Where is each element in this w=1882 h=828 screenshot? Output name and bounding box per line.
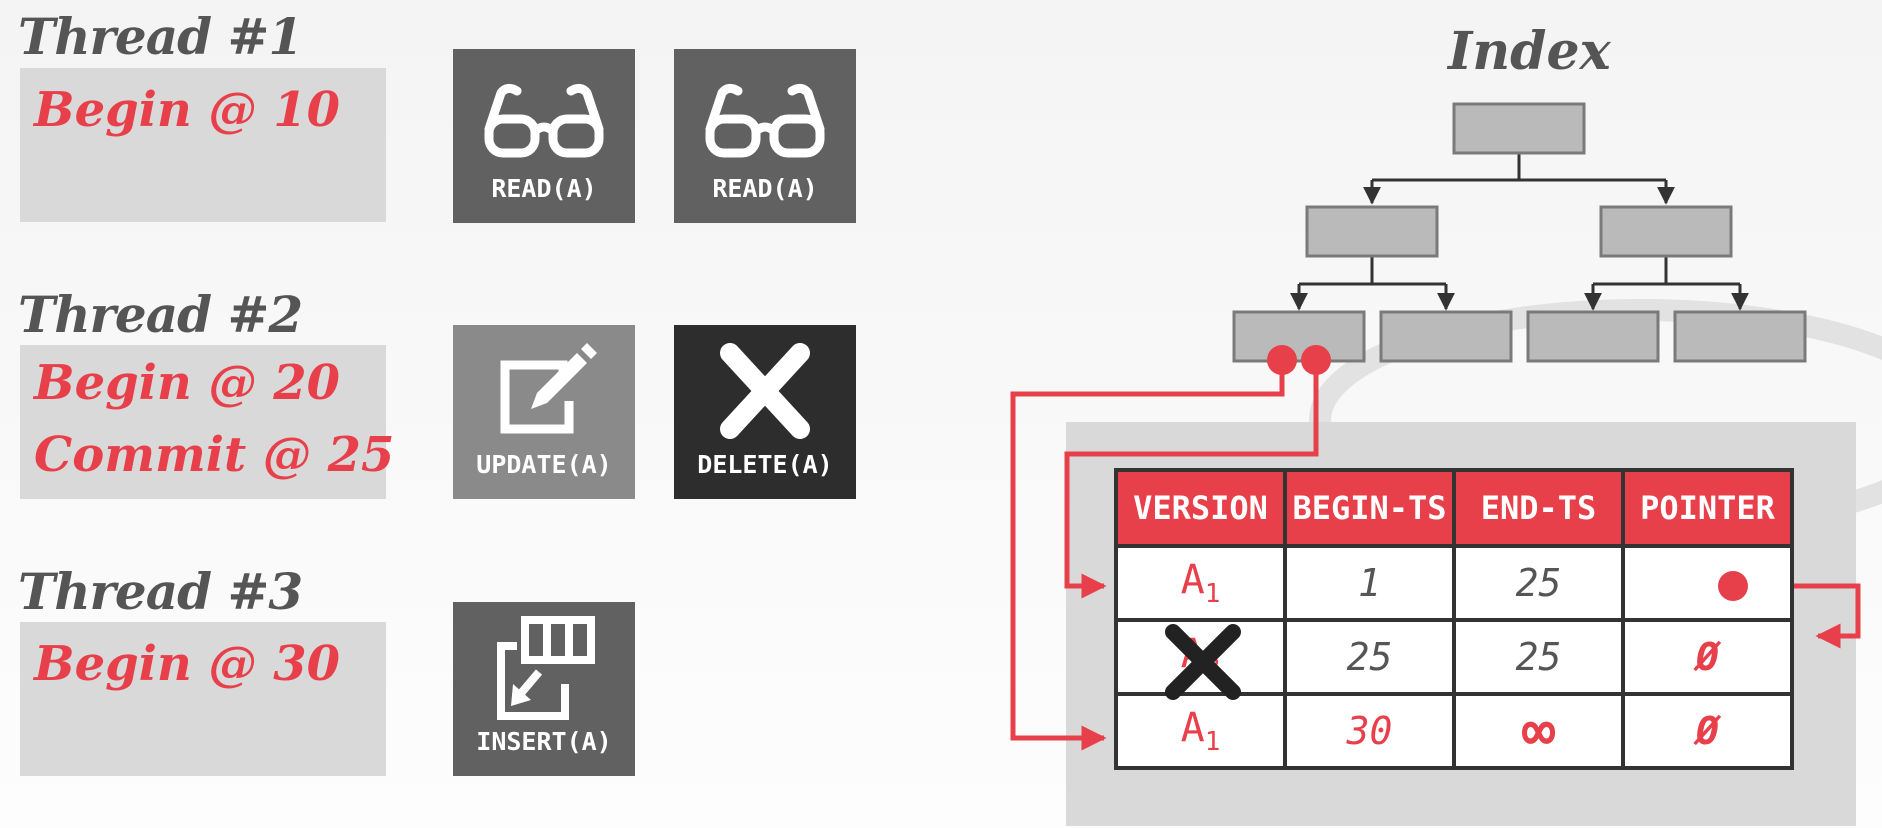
index-inner-node-left: [1305, 205, 1439, 258]
version-cell: A1: [1114, 544, 1287, 622]
thread-3-title: Thread #3: [18, 562, 303, 621]
header-begin-ts: BEGIN-TS: [1283, 468, 1456, 548]
pointer-cell: Ø: [1621, 692, 1794, 770]
end-ts-cell: 25: [1452, 544, 1625, 622]
thread-1-title: Thread #1: [18, 7, 303, 66]
thread-1-box: Begin @ 10: [20, 68, 386, 222]
insert-icon: [497, 616, 595, 720]
thread-2-begin: Begin @ 20: [34, 355, 341, 411]
thread-2-title: Thread #2: [18, 285, 303, 344]
table-row: A2 25 25 Ø: [1114, 618, 1794, 700]
begin-ts-cell: 25: [1283, 618, 1456, 696]
thread-3-begin: Begin @ 30: [34, 636, 341, 692]
glasses-icon: [484, 83, 604, 158]
version-cell-deleted: A2: [1114, 618, 1287, 700]
index-leaf-node-2: [1379, 310, 1513, 363]
begin-ts-cell: 30: [1283, 692, 1456, 770]
end-ts-cell: ∞: [1452, 692, 1625, 770]
index-leaf-node-3: [1526, 310, 1660, 363]
header-version: VERSION: [1114, 468, 1287, 548]
thread-2-box: Begin @ 20 Commit @ 25: [20, 345, 394, 499]
begin-ts-cell: 1: [1283, 544, 1456, 622]
thread-1-begin: Begin @ 10: [34, 82, 341, 138]
table-row: A1 1 25: [1114, 544, 1794, 622]
index-pointer-to-row-1: [1064, 360, 1319, 599]
update-a-label: UPDATE(A): [476, 450, 612, 479]
read-a-label-1: READ(A): [491, 174, 597, 203]
read-a-op-1: READ(A): [453, 49, 635, 223]
pointer-cell: [1621, 544, 1794, 622]
table-row: A1 30 ∞ Ø: [1114, 692, 1794, 770]
version-table: VERSION BEGIN-TS END-TS POINTER A1 1 25 …: [1114, 468, 1794, 770]
glasses-icon: [705, 83, 825, 158]
index-leaf-node-4: [1673, 310, 1807, 363]
edit-icon: [500, 343, 597, 434]
delete-a-label: DELETE(A): [697, 450, 833, 479]
read-a-label-2: READ(A): [712, 174, 818, 203]
update-a-op: UPDATE(A): [453, 325, 635, 499]
index-leaf-node-1: [1232, 310, 1366, 363]
version-cell: A1: [1114, 692, 1287, 770]
table-header-row: VERSION BEGIN-TS END-TS POINTER: [1114, 468, 1794, 548]
index-title: Index: [1448, 21, 1611, 82]
pointer-dot-icon: [1717, 570, 1748, 601]
index-root-node: [1452, 102, 1586, 155]
thread-2-commit: Commit @ 25: [34, 427, 395, 483]
header-pointer: POINTER: [1621, 468, 1794, 548]
index-pointer-to-row-3: [1010, 360, 1285, 751]
end-ts-cell: 25: [1452, 618, 1625, 696]
read-a-op-2: READ(A): [674, 49, 856, 223]
delete-a-op: DELETE(A): [674, 325, 856, 499]
pointer-cell: Ø: [1621, 618, 1794, 696]
deleted-x-icon: [1165, 624, 1241, 700]
index-inner-node-right: [1599, 205, 1733, 258]
thread-3-box: Begin @ 30: [20, 622, 386, 776]
header-end-ts: END-TS: [1452, 468, 1625, 548]
x-icon: [720, 343, 810, 439]
insert-a-op: INSERT(A): [453, 602, 635, 776]
insert-a-label: INSERT(A): [476, 727, 612, 756]
